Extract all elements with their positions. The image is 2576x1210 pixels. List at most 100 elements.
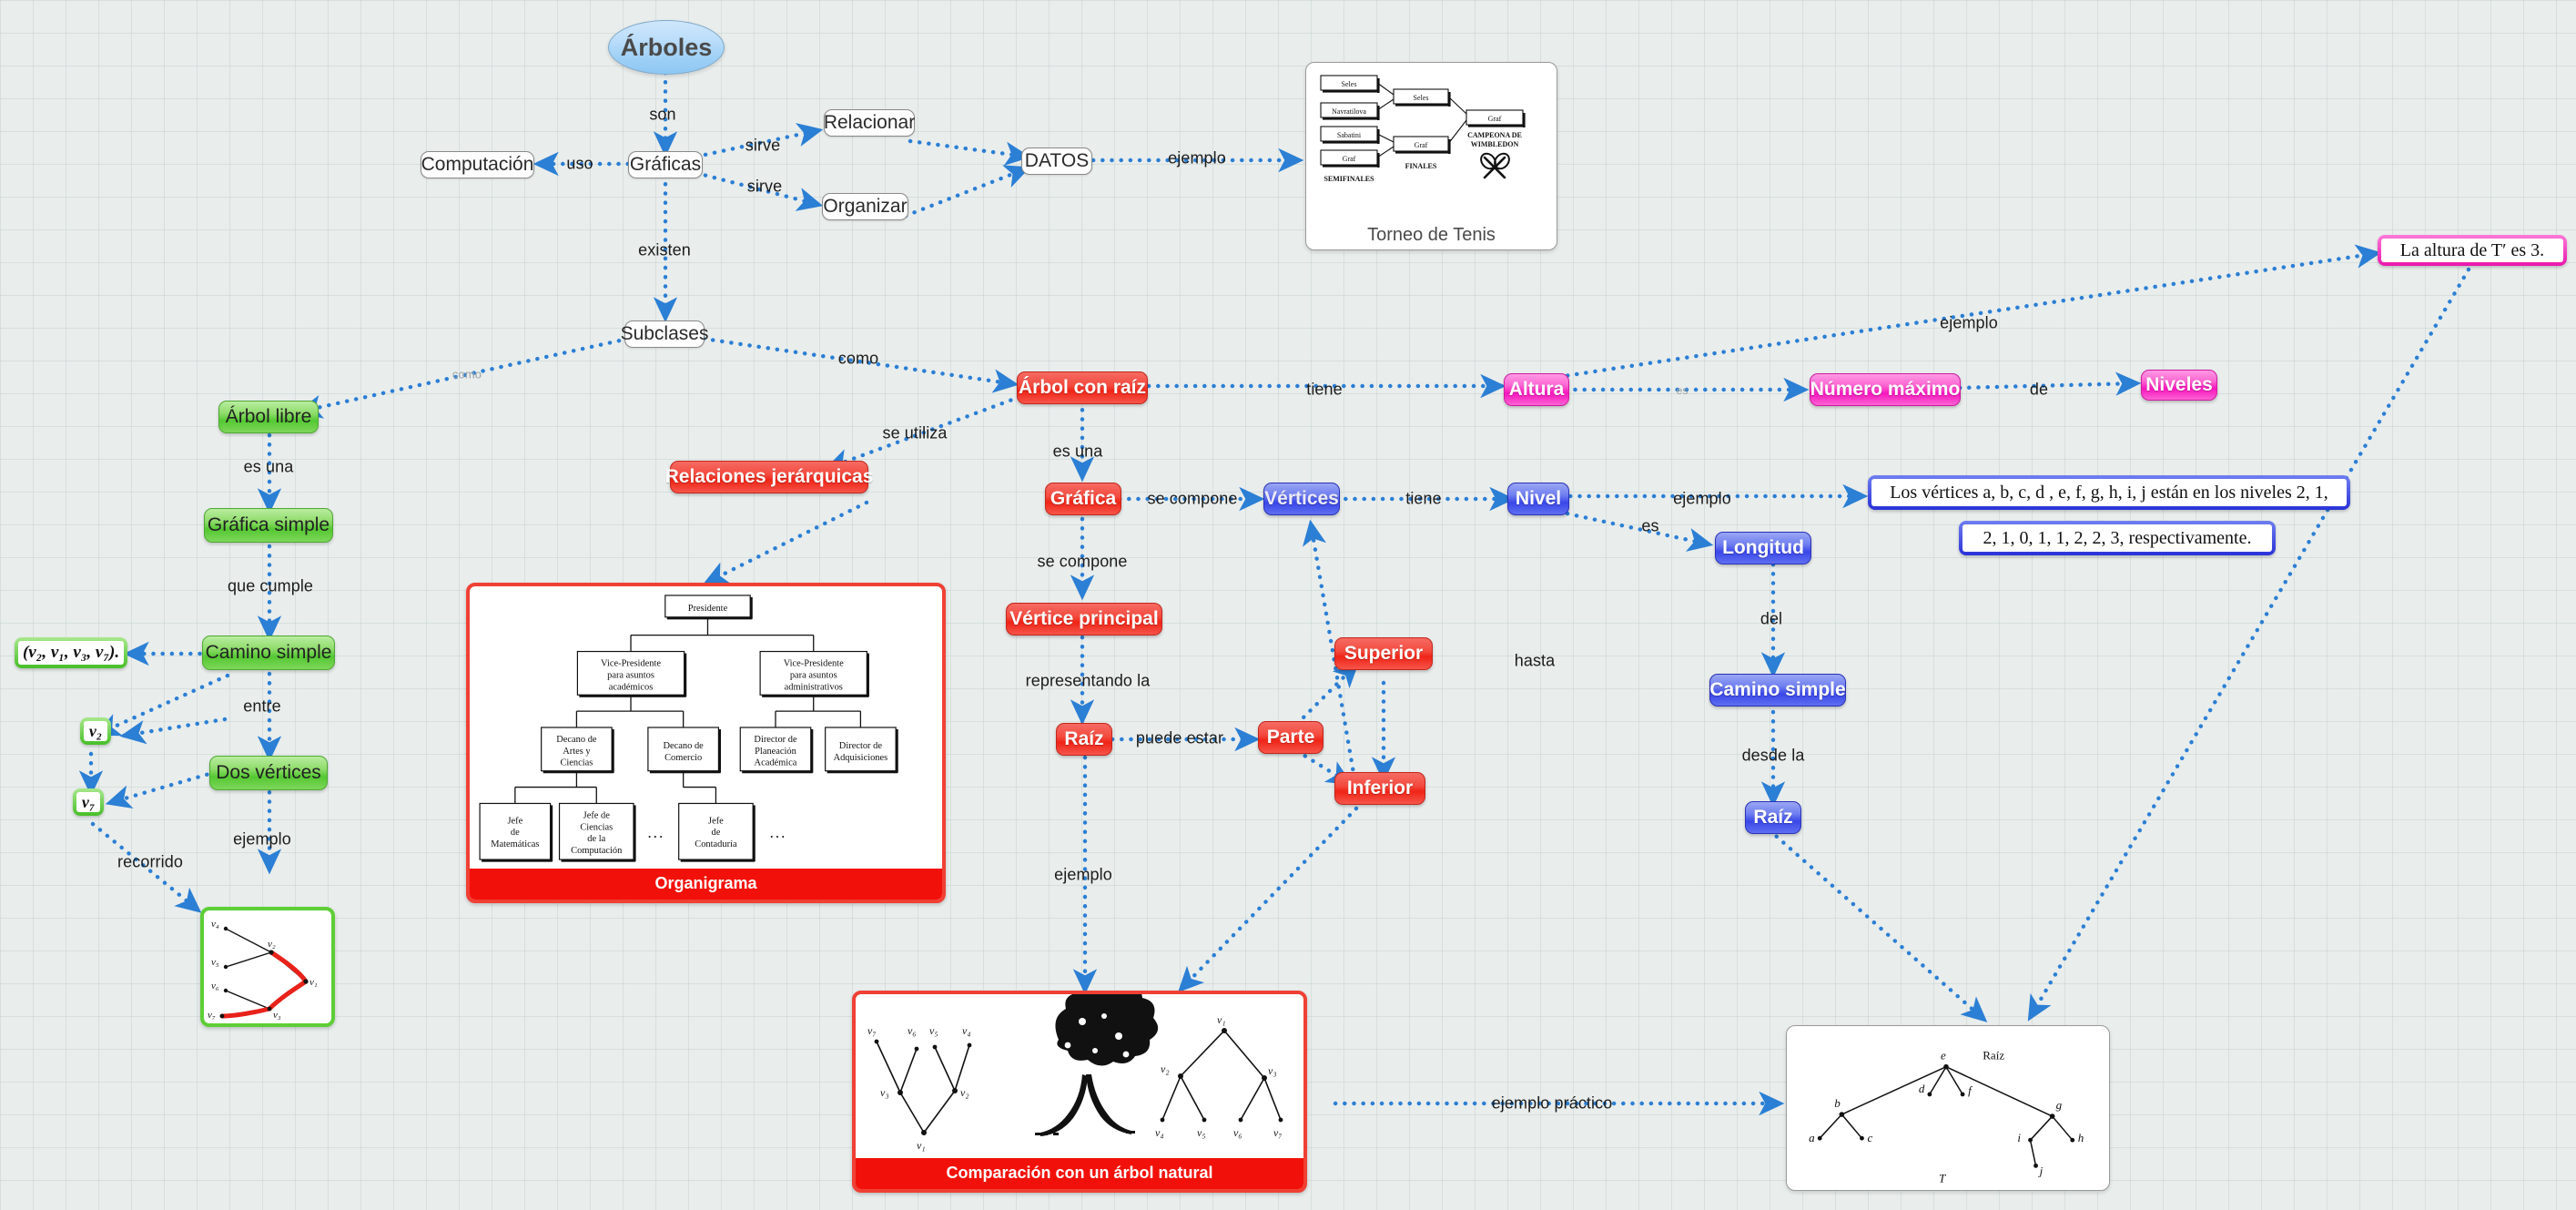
svg-text:para asuntos: para asuntos: [790, 670, 837, 680]
svg-text:Vice-Presidente: Vice-Presidente: [601, 658, 661, 668]
edge-label: puede estar: [1135, 728, 1224, 747]
svg-text:f: f: [1968, 1083, 1973, 1097]
svg-text:v₆: v₆: [1233, 1126, 1242, 1139]
svg-text:v₄: v₄: [962, 1024, 971, 1037]
node-label: Raíz: [1064, 727, 1104, 749]
edge-label: uso: [566, 154, 593, 173]
node-label: Inferior: [1346, 777, 1414, 798]
edge-label: son: [649, 105, 676, 124]
node-dos-vertices[interactable]: Dos vértices: [209, 756, 328, 790]
node-v7[interactable]: v₇: [73, 788, 104, 816]
node-vertices-niveles-2[interactable]: 2, 1, 0, 1, 1, 2, 2, 3, respectivamente.: [1959, 521, 2276, 555]
svg-text:v₂: v₂: [960, 1086, 969, 1099]
svg-text:v₂: v₂: [1161, 1063, 1170, 1075]
node-v2[interactable]: v₂: [80, 717, 111, 745]
node-grafica[interactable]: Gráfica: [1045, 483, 1121, 515]
node-camino-tupla[interactable]: (v₂, v₁, v₃, v₇).: [15, 637, 127, 668]
node-label: Organizar: [823, 195, 908, 217]
svg-text:de: de: [712, 828, 721, 838]
svg-text:Graf: Graf: [1488, 115, 1502, 123]
svg-text:Ciencias: Ciencias: [580, 822, 613, 832]
node-superior[interactable]: Superior: [1334, 637, 1433, 670]
node-altura[interactable]: Altura: [1504, 373, 1569, 406]
svg-text:v₆: v₆: [211, 981, 219, 991]
node-label: Computación: [421, 153, 534, 175]
node-label: Árbol libre: [225, 405, 312, 427]
edge-label: ejemplo práctico: [1491, 1093, 1613, 1113]
node-subclases[interactable]: Subclases: [621, 320, 708, 348]
card-caption: Organigrama: [470, 869, 942, 900]
svg-text:Navratilova: Navratilova: [1332, 107, 1366, 116]
node-label: Superior: [1344, 642, 1424, 664]
node-arboles[interactable]: Árboles: [608, 20, 725, 75]
edge-label: como: [451, 367, 482, 381]
svg-text:Jefe de: Jefe de: [583, 810, 611, 820]
svg-text:v₃: v₃: [273, 1010, 281, 1021]
node-label: Altura: [1508, 378, 1565, 400]
edge-label: ejemplo: [1673, 489, 1731, 508]
node-grafica-simple[interactable]: Gráfica simple: [204, 508, 333, 543]
card-torneo-de-tenis[interactable]: Seles Navratilova Sabatini Graf Seles Gr…: [1305, 62, 1557, 250]
node-datos[interactable]: DATOS: [1021, 147, 1092, 175]
node-camino-simple-green[interactable]: Camino simple: [202, 636, 335, 670]
node-inferior[interactable]: Inferior: [1334, 772, 1425, 805]
node-label: Raíz: [1753, 806, 1793, 828]
node-nivel[interactable]: Nivel: [1507, 483, 1569, 515]
svg-text:Jefe: Jefe: [507, 816, 522, 826]
edge-label: entre: [243, 697, 281, 716]
node-graficas[interactable]: Gráficas: [628, 151, 703, 178]
node-label: v₂: [84, 721, 107, 741]
node-label: Gráfica: [1050, 487, 1117, 509]
node-label: Camino simple: [205, 641, 332, 663]
svg-text:v₆: v₆: [908, 1024, 917, 1037]
node-arbol-libre[interactable]: Árbol libre: [218, 401, 319, 433]
svg-text:Matemáticas: Matemáticas: [491, 839, 539, 849]
node-label: Los vértices a, b, c, d , e, f, g, h, i,…: [1871, 479, 2347, 506]
node-label: Parte: [1266, 726, 1315, 747]
node-longitud[interactable]: Longitud: [1715, 532, 1811, 564]
svg-text:v₅: v₅: [929, 1024, 938, 1037]
node-vertices-niveles-1[interactable]: Los vértices a, b, c, d , e, f, g, h, i,…: [1868, 475, 2350, 510]
edge-label: es una: [243, 457, 294, 476]
svg-text:d: d: [1919, 1082, 1925, 1095]
node-label: v₇: [76, 792, 100, 812]
node-parte[interactable]: Parte: [1258, 721, 1323, 754]
svg-text:v₂: v₂: [268, 939, 276, 950]
node-relacionar[interactable]: Relacionar: [824, 109, 915, 137]
svg-text:v₄: v₄: [211, 919, 219, 930]
edge-label: es: [1676, 384, 1689, 397]
svg-text:académicos: académicos: [609, 682, 654, 692]
edge-label: sirve: [746, 177, 783, 196]
node-label: Niveles: [2145, 373, 2213, 395]
node-relaciones-jerarquicas[interactable]: Relaciones jerárquicas: [665, 461, 873, 493]
node-altura-t[interactable]: La altura de T′ es 3.: [2378, 235, 2567, 266]
node-raiz-blue[interactable]: Raíz: [1745, 801, 1801, 834]
svg-text:de la: de la: [587, 834, 605, 844]
svg-text:v₇: v₇: [1273, 1126, 1283, 1139]
node-computacion[interactable]: Computación: [421, 151, 534, 178]
svg-text:j: j: [2038, 1164, 2044, 1177]
node-label: Gráfica simple: [207, 513, 330, 535]
node-numero-maximo[interactable]: Número máximo: [1810, 373, 1961, 406]
node-arbol-con-raiz[interactable]: Árbol con raíz: [1017, 371, 1148, 404]
svg-text:Artes y: Artes y: [563, 747, 591, 757]
node-raiz-red[interactable]: Raíz: [1056, 723, 1112, 756]
node-camino-simple-blue[interactable]: Camino simple: [1709, 674, 1846, 707]
node-label: (v₂, v₁, v₃, v₇).: [18, 641, 124, 665]
svg-text:g: g: [2056, 1098, 2063, 1112]
svg-text:v₅: v₅: [211, 957, 219, 968]
node-niveles[interactable]: Niveles: [2141, 370, 2217, 401]
node-organizar[interactable]: Organizar: [822, 193, 908, 220]
svg-text:v₁: v₁: [309, 977, 318, 988]
node-label: La altura de T′ es 3.: [2381, 239, 2563, 262]
edge-label: de: [2029, 380, 2049, 399]
svg-text:de: de: [511, 828, 520, 838]
node-vertice-principal[interactable]: Vértice principal: [1006, 603, 1162, 636]
node-vertices[interactable]: Vértices: [1263, 483, 1340, 515]
